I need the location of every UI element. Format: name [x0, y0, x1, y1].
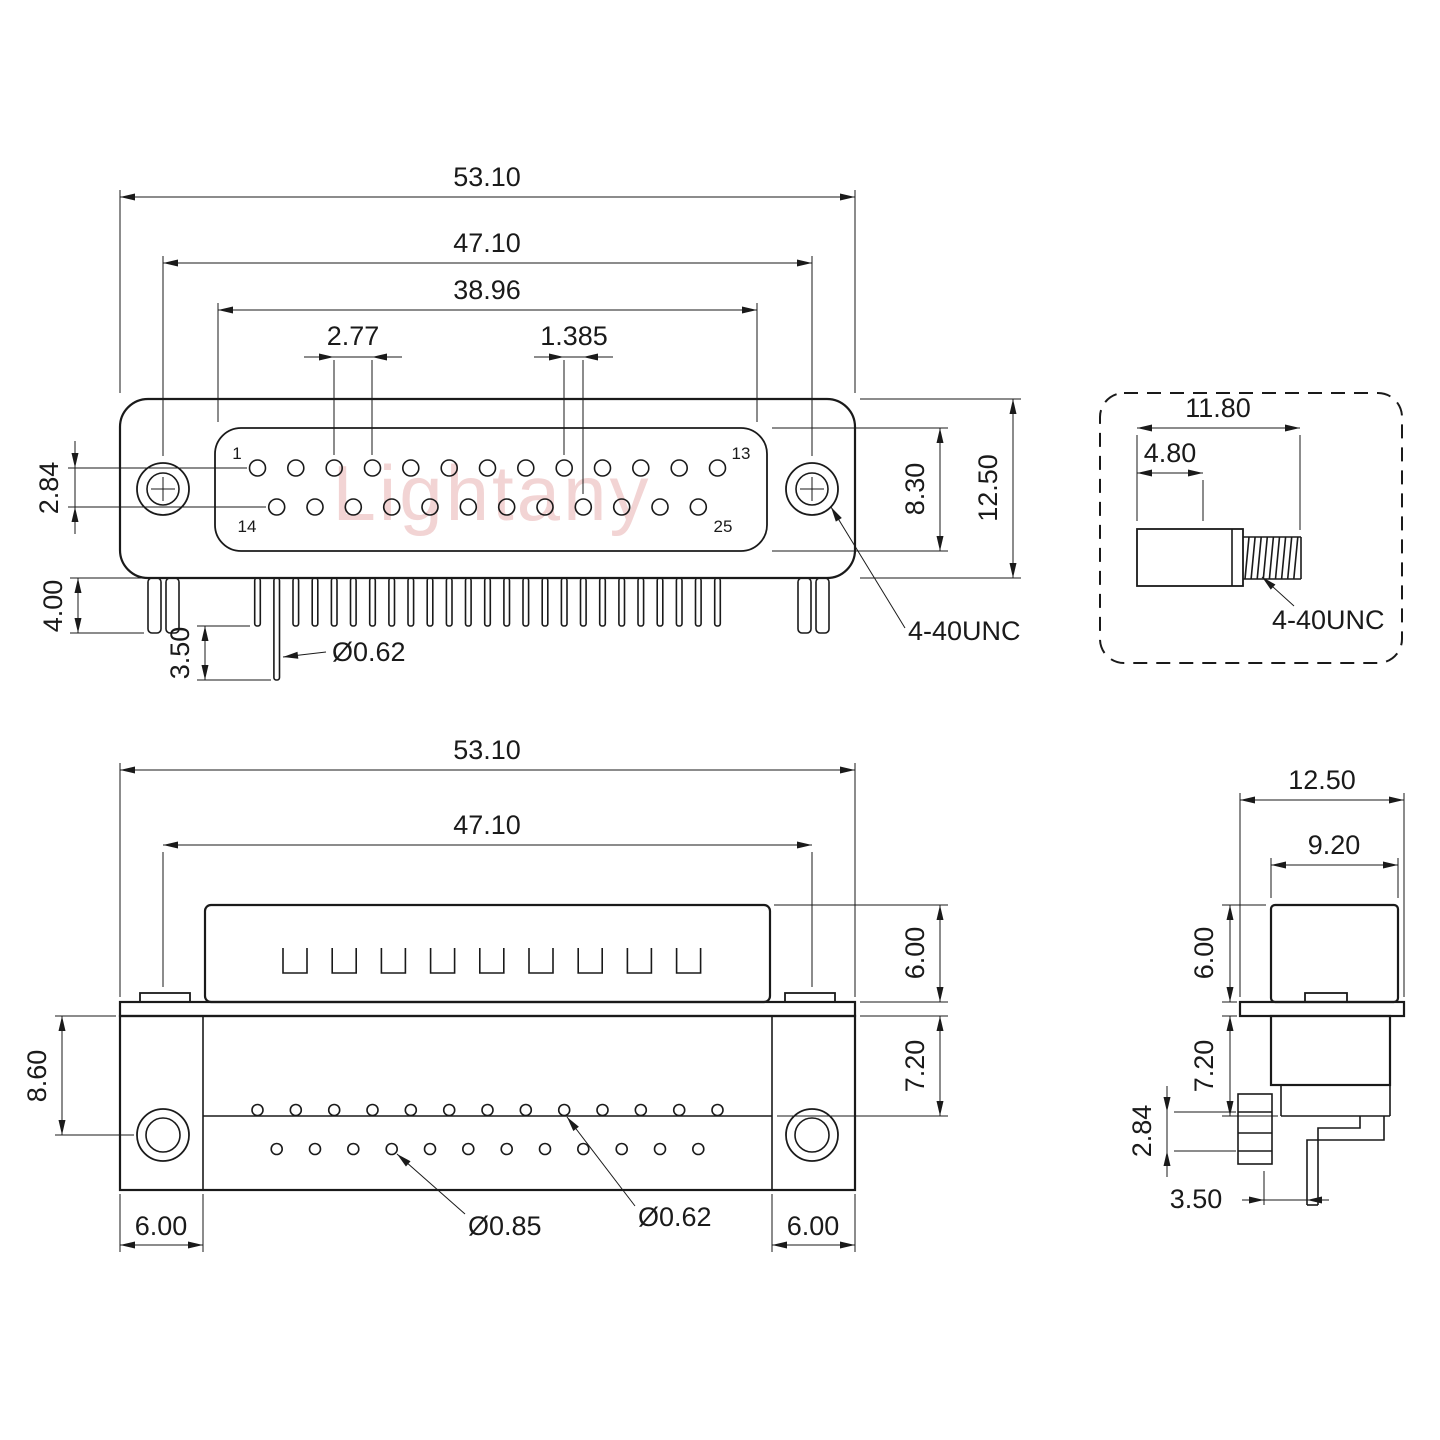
bottom-view: 53.10 47.10 6.00 7.20 8.60 6.0 [22, 735, 948, 1252]
dim-front-insert-height: 8.30 [900, 463, 930, 516]
side-view-outline [1237, 903, 1406, 1206]
pin-label-14: 14 [238, 517, 257, 536]
dim-front-body-height: 12.50 [973, 454, 1003, 522]
dim-bottom-mount-offset: 8.60 [22, 1050, 52, 1103]
dim-front-pitch: 2.77 [327, 321, 380, 351]
bottom-view-outline [118, 903, 857, 1192]
dim-bottom-ear-width-right: 6.00 [787, 1211, 840, 1241]
shell-slots [282, 948, 702, 974]
pin-label-1: 1 [232, 444, 241, 463]
dim-side-shell-depth: 9.20 [1308, 830, 1361, 860]
dim-side-depth: 12.50 [1288, 765, 1356, 795]
dim-side-row-spacing: 2.84 [1127, 1105, 1157, 1158]
dim-bottom-mount-spacing: 47.10 [453, 810, 521, 840]
dim-screw-total-length: 11.80 [1185, 393, 1251, 423]
front-pin-row-1 [248, 459, 727, 477]
label-bottom-hole-dia-large: Ø0.85 [468, 1211, 542, 1241]
dim-front-overall-width: 53.10 [453, 162, 521, 192]
front-view-dimensions: 53.10 47.10 38.96 2.77 1.385 [34, 162, 1021, 681]
dim-front-mount-spacing: 47.10 [453, 228, 521, 258]
front-pin-row-2 [267, 498, 708, 516]
screw-dimensions: 11.80 4.80 4-40UNC [1136, 393, 1385, 635]
dim-front-half-pitch: 1.385 [540, 321, 608, 351]
label-front-thread: 4-40UNC [908, 616, 1021, 646]
bottom-view-dimensions: 53.10 47.10 6.00 7.20 8.60 6.0 [22, 735, 948, 1252]
dim-front-bracket-length: 4.00 [38, 580, 68, 633]
bottom-hole-row-1 [251, 1103, 724, 1117]
dim-bottom-ear-width-left: 6.00 [135, 1211, 188, 1241]
dim-side-pin-offset: 3.50 [1170, 1184, 1223, 1214]
dim-side-shell-height: 6.00 [1189, 927, 1219, 980]
pin-label-13: 13 [732, 444, 751, 463]
dim-front-pin-tail: 3.50 [165, 627, 195, 680]
dim-bottom-overall-width: 53.10 [453, 735, 521, 765]
front-view: 53.10 47.10 38.96 2.77 1.385 [34, 162, 1021, 681]
dim-front-pin-span: 38.96 [453, 275, 521, 305]
dim-screw-head-length: 4.80 [1144, 438, 1197, 468]
screw-outline [1136, 528, 1302, 587]
front-solder-legs [253, 577, 722, 681]
screw-detail-view: 11.80 4.80 4-40UNC [1099, 392, 1403, 664]
dim-bottom-body-height: 7.20 [900, 1040, 930, 1093]
label-front-pin-diameter: Ø0.62 [332, 637, 406, 667]
label-screw-thread: 4-40UNC [1272, 605, 1385, 635]
dim-front-row-spacing: 2.84 [34, 462, 64, 515]
front-view-outline [118, 397, 857, 681]
bottom-hole-row-2 [270, 1142, 705, 1156]
screw-threads [1244, 536, 1299, 580]
side-view: 12.50 9.20 6.00 7.20 2.84 [1127, 765, 1406, 1214]
detail-border [1099, 392, 1403, 664]
pin-label-25: 25 [714, 517, 733, 536]
dim-side-body-height: 7.20 [1189, 1040, 1219, 1093]
label-bottom-hole-dia-small: Ø0.62 [638, 1202, 712, 1232]
front-bracket-legs [147, 577, 830, 634]
side-view-dimensions: 12.50 9.20 6.00 7.20 2.84 [1127, 765, 1405, 1214]
dim-bottom-shell-height: 6.00 [900, 927, 930, 980]
